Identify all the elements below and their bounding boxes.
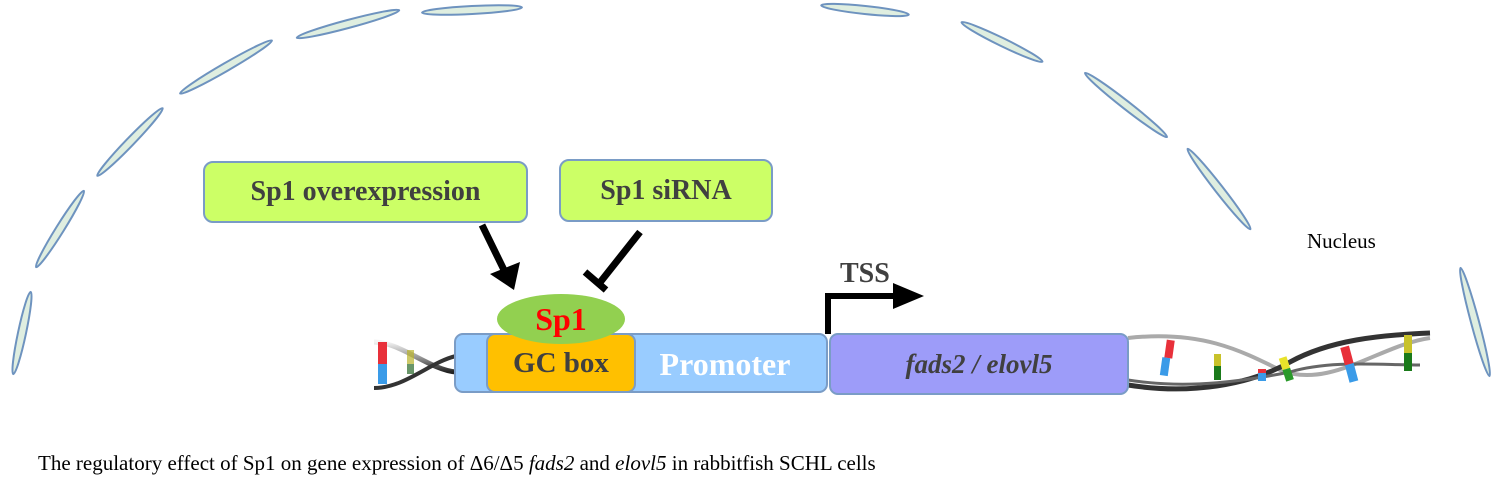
figure-caption: The regulatory effect of Sp1 on gene exp… (38, 451, 876, 476)
gc-box-label: GC box (513, 346, 609, 379)
dna-helix-left (373, 339, 457, 390)
activation-arrow (478, 223, 520, 290)
membrane-segment (179, 39, 273, 95)
gene-label: fads2 / elovl5 (905, 348, 1053, 379)
membrane-segment (1186, 147, 1252, 231)
gene-region: fads2 / elovl5 (829, 333, 1129, 395)
membrane-segment (820, 2, 910, 18)
caption-gene-fads2: fads2 (528, 451, 575, 475)
sp1-label: Sp1 (535, 301, 587, 337)
membrane-segment (1083, 71, 1169, 139)
inhibition-arrow (582, 229, 643, 293)
sp1-sirna-box: Sp1 siRNA (559, 159, 773, 222)
caption-text-1: The regulatory effect of Sp1 on gene exp… (38, 451, 529, 475)
caption-gene-elovl5: elovl5 (615, 451, 667, 475)
sp1-overexpression-box: Sp1 overexpression (203, 161, 528, 223)
membrane-segment (11, 290, 33, 376)
membrane-segment (960, 20, 1044, 64)
dna-helix-right (1127, 330, 1431, 392)
membrane-segment (96, 107, 164, 177)
membrane-segment (34, 189, 86, 269)
sp1-protein: Sp1 (497, 294, 625, 344)
membrane-segment (1458, 266, 1492, 378)
tss-label: TSS (840, 258, 890, 289)
promoter-label: Promoter (659, 345, 791, 382)
nucleus-membrane (11, 2, 1492, 378)
caption-text-3: in rabbitfish SCHL cells (666, 451, 876, 475)
membrane-segment (295, 8, 401, 40)
membrane-segment (421, 4, 523, 16)
caption-text-2: and (574, 451, 616, 475)
nucleus-label: Nucleus (1307, 229, 1376, 253)
sp1-sirna-label: Sp1 siRNA (600, 174, 732, 206)
tss-arrow (825, 283, 924, 334)
sp1-overexpression-label: Sp1 overexpression (250, 176, 481, 207)
